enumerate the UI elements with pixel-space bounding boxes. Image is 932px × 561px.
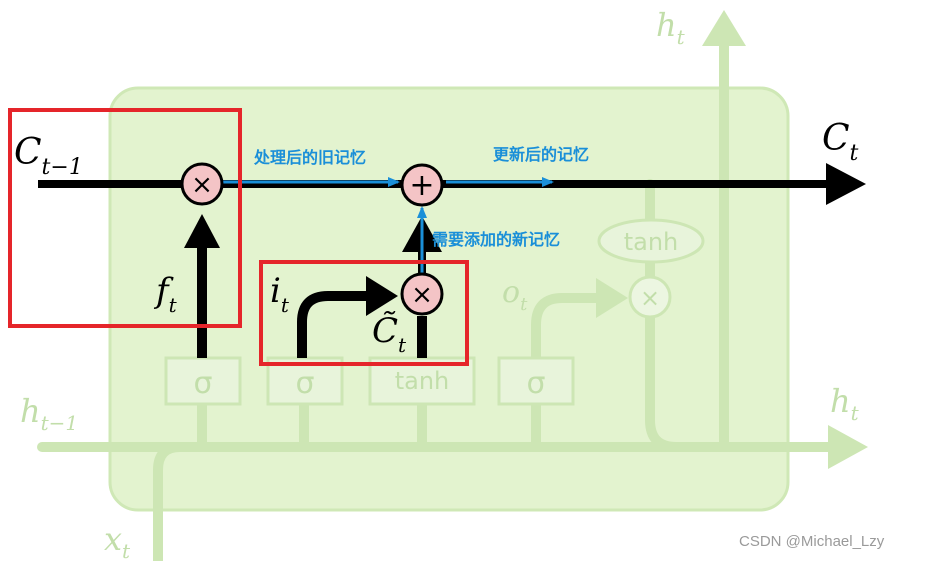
output-multiply-symbol: × xyxy=(640,284,660,312)
x-t-label: xt xyxy=(104,520,131,561)
output-multiply-circle xyxy=(628,275,672,319)
add-symbol: + xyxy=(409,168,434,203)
output-tanh-ellipse xyxy=(597,218,705,264)
output-sigma-label: σ xyxy=(526,366,545,401)
faded-flow-lines xyxy=(37,25,833,561)
forget-multiply-symbol: × xyxy=(191,170,213,200)
output-tanh-label: tanh xyxy=(624,228,679,256)
c-prev-label: Ct−1 xyxy=(14,132,83,180)
updated-memory-annotation: 更新后的记忆 xyxy=(493,145,589,164)
h-right-arrowhead xyxy=(828,425,868,469)
h-right-label: ht xyxy=(830,382,860,425)
input-gate-curve xyxy=(297,291,372,358)
new-memory-annotation: 需要添加的新记忆 xyxy=(432,230,560,249)
forget-sigma-box xyxy=(164,356,242,406)
forget-highlight-box xyxy=(8,108,242,328)
input-highlight-box xyxy=(259,260,469,366)
h-prev-label: ht−1 xyxy=(20,392,78,435)
input-multiply-symbol: × xyxy=(411,280,433,310)
ot-arrowhead xyxy=(596,278,628,318)
forget-sigma-label: σ xyxy=(193,366,212,401)
c-t-label: Ct xyxy=(822,118,859,166)
c-tilde-label: C̃t xyxy=(372,311,407,357)
h-top-arrowhead xyxy=(702,10,746,46)
candidate-tanh-label: tanh xyxy=(395,367,450,395)
cell-state-arrowhead xyxy=(826,163,866,205)
output-sigma-box xyxy=(497,356,575,406)
h-top-label: ht xyxy=(656,6,686,49)
add-circle xyxy=(400,163,444,207)
input-gate-arrowhead xyxy=(366,276,398,316)
i-t-label: it xyxy=(270,271,290,317)
input-multiply-circle xyxy=(400,272,444,316)
watermark: CSDN @Michael_Lzy xyxy=(739,533,885,550)
input-sigma-label: σ xyxy=(295,366,314,401)
forget-multiply-circle xyxy=(180,162,224,206)
old-memory-annotation: 处理后的旧记忆 xyxy=(253,148,366,167)
o-t-label: ot xyxy=(502,275,528,315)
forget-gate-arrowhead xyxy=(184,214,220,248)
